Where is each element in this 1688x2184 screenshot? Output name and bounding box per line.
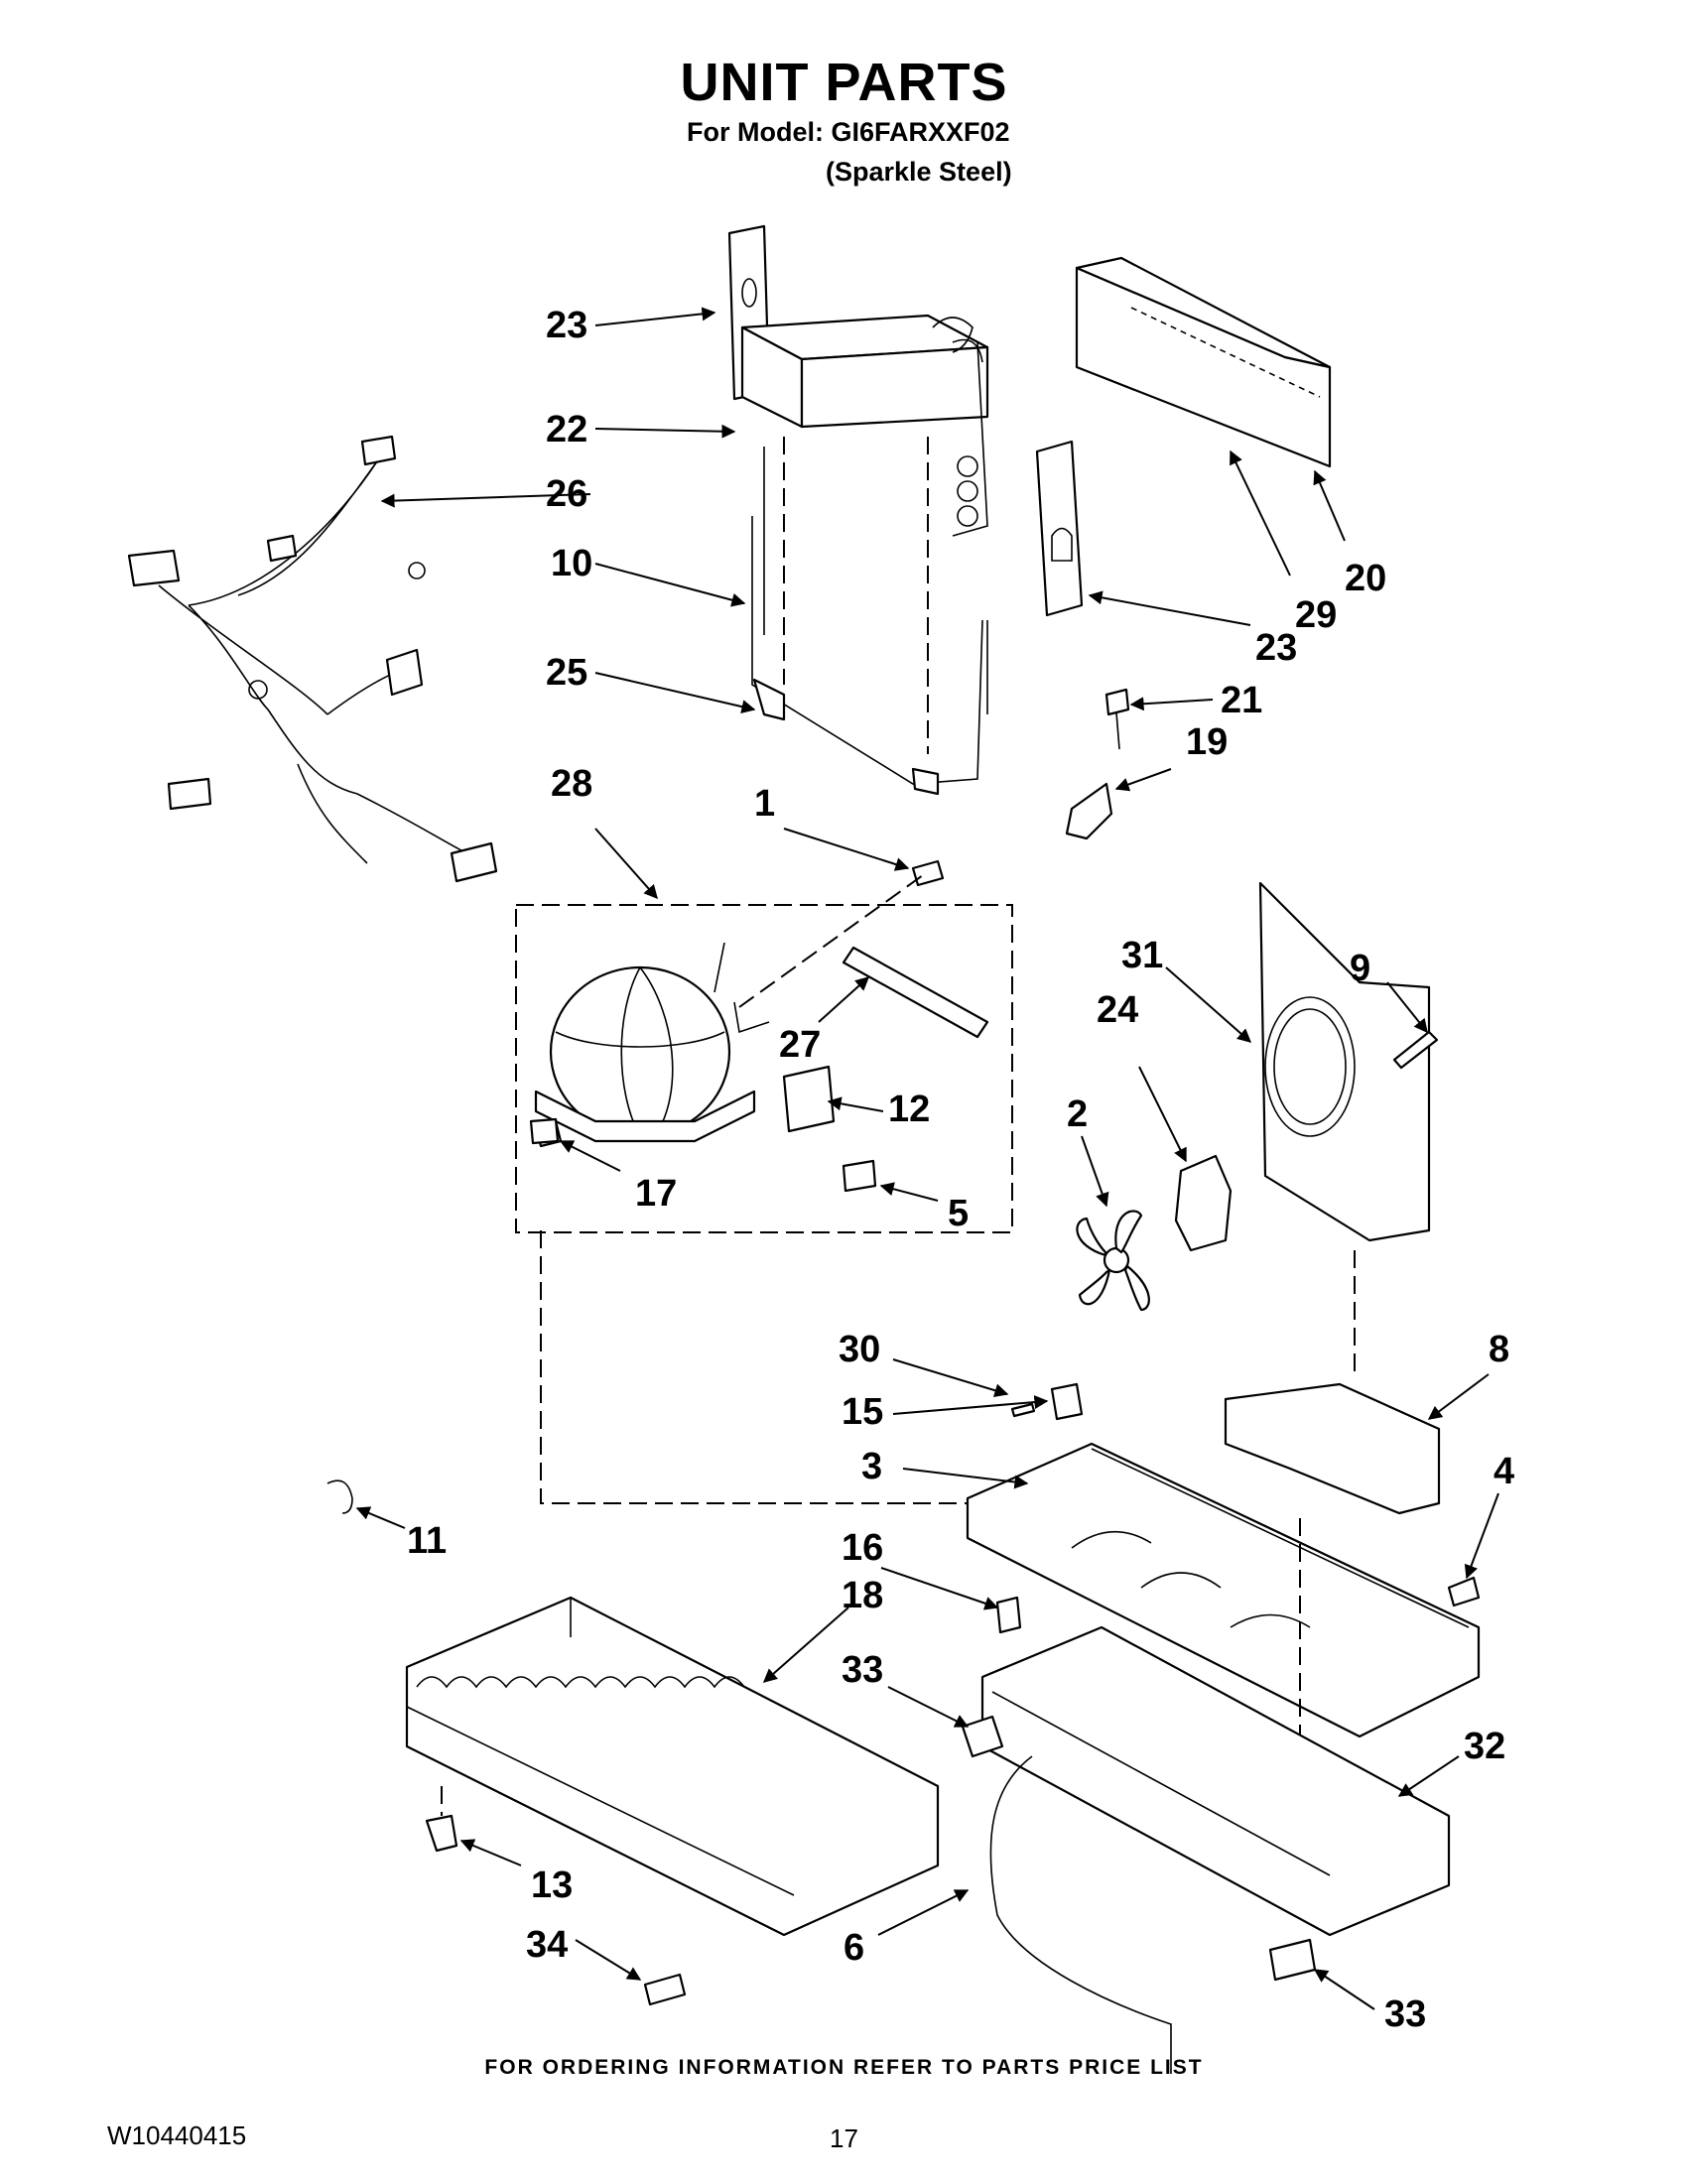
defrost-heater-drawing (751, 447, 988, 796)
clip-13-drawing (425, 1814, 458, 1853)
callout-28: 28 (551, 763, 592, 805)
grommet-drawing (529, 1117, 560, 1145)
callout-6: 6 (844, 1927, 864, 1969)
evaporator-drawing (740, 314, 989, 537)
callout-leaders (355, 307, 1499, 2010)
callout-24: 24 (1097, 989, 1138, 1031)
wire-harness-drawing (127, 435, 498, 883)
callout-26: 26 (546, 473, 587, 515)
pan-foot-b-drawing (1268, 1938, 1317, 1982)
callout-32: 32 (1464, 1726, 1505, 1767)
fan-motor-drawing (1174, 1154, 1233, 1252)
base-plate-drawing (966, 1442, 1481, 1738)
condenser-drawing (405, 1596, 940, 1937)
bracket-right-drawing (1035, 440, 1084, 617)
callout-5: 5 (948, 1193, 969, 1234)
callout-12: 12 (888, 1089, 930, 1130)
callout-20: 20 (1345, 558, 1386, 599)
callout-21: 21 (1221, 680, 1262, 721)
drain-plug-drawing (643, 1973, 687, 2006)
page-number: 17 (830, 2123, 858, 2153)
callout-10: 10 (551, 543, 592, 584)
callout-23-top: 23 (546, 305, 587, 346)
compressor-assembly-box (515, 904, 1013, 1233)
screw-16-drawing (995, 1596, 1022, 1634)
callout-23-right: 23 (1255, 627, 1297, 669)
callout-16: 16 (842, 1527, 883, 1569)
isolator-drawing (1050, 1382, 1084, 1421)
callout-4: 4 (1493, 1451, 1514, 1492)
model-finish: (Sparkle Steel) (826, 157, 1012, 187)
assembly-guide-line (738, 874, 924, 1008)
callout-15: 15 (842, 1391, 883, 1433)
document-number: W10440415 (107, 2120, 247, 2150)
callout-8: 8 (1489, 1329, 1509, 1370)
callout-27: 27 (779, 1024, 821, 1066)
callout-17: 17 (635, 1173, 677, 1215)
overload-drawing (842, 1159, 877, 1193)
callout-33-lower: 33 (1384, 1993, 1426, 2035)
drier-drawing (842, 946, 989, 1039)
screw-clip-drawing (1065, 688, 1130, 840)
callout-13: 13 (531, 1864, 573, 1906)
plug-drawing (911, 859, 945, 887)
callout-2: 2 (1067, 1093, 1088, 1135)
evaporator-cover-drawing (1075, 256, 1332, 468)
callout-33-upper: 33 (842, 1649, 883, 1691)
callout-19: 19 (1186, 721, 1228, 763)
page-title: UNIT PARTS (680, 53, 1008, 112)
tube-drawing (1010, 1402, 1036, 1418)
ordering-note: FOR ORDERING INFORMATION REFER TO PARTS … (484, 2056, 1204, 2079)
callout-9: 9 (1350, 948, 1370, 989)
callout-25: 25 (546, 652, 587, 694)
callout-11: 11 (407, 1520, 447, 1562)
assembly-guide-line (540, 1230, 1032, 1504)
compressor-drawing (534, 942, 770, 1148)
callout-18: 18 (842, 1575, 883, 1616)
callout-30: 30 (839, 1329, 880, 1370)
fan-blade-drawing (1076, 1210, 1150, 1312)
callout-29: 29 (1295, 594, 1337, 636)
relay-drawing (782, 1065, 836, 1133)
pan-foot-a-drawing (961, 1715, 1004, 1758)
callout-34: 34 (526, 1924, 568, 1966)
screw-drawing (1392, 1030, 1439, 1070)
fan-shroud-drawing (1258, 881, 1431, 1242)
mounting-bracket-drawing (1224, 1382, 1441, 1515)
callout-22: 22 (546, 409, 587, 450)
callout-3: 3 (861, 1446, 882, 1487)
callout-1: 1 (754, 783, 775, 825)
clip-drawing (326, 1479, 353, 1514)
model-number: For Model: GI6FARXXF02 (687, 117, 1010, 147)
screw-4-drawing (1447, 1576, 1481, 1607)
drain-tube-drawing (989, 1755, 1172, 2074)
callout-31: 31 (1121, 935, 1163, 976)
